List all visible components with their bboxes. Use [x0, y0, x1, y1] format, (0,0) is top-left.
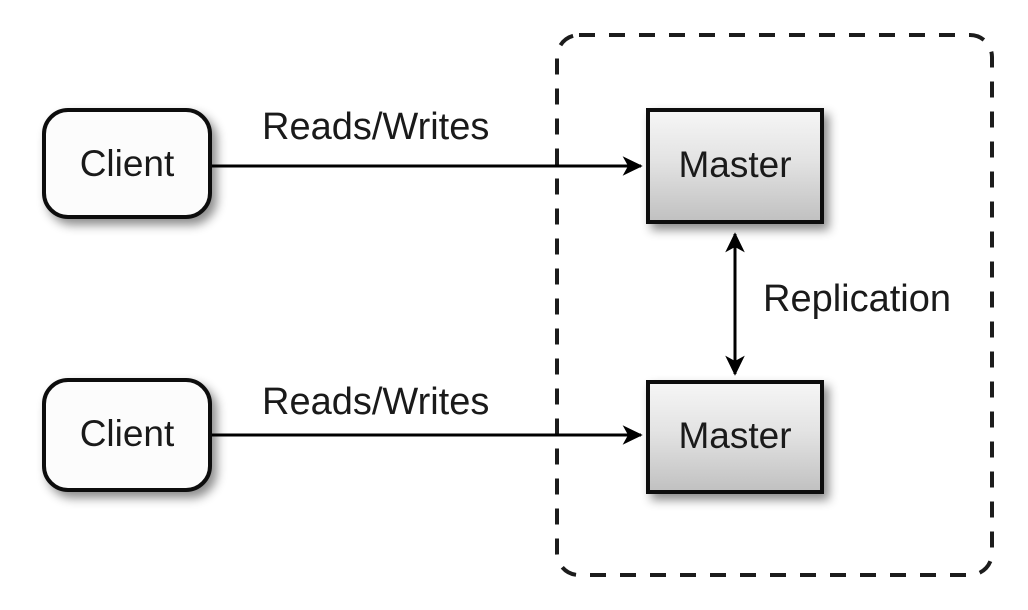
client-bottom-label: Client	[80, 413, 175, 454]
master-bottom-label: Master	[678, 415, 791, 456]
client-bottom-shape[interactable]	[42, 378, 212, 492]
client-top-shape[interactable]	[42, 108, 212, 219]
edge-label-reads-writes-bottom: Reads/Writes	[262, 381, 489, 423]
node-client-bottom[interactable]: Client	[42, 378, 212, 492]
node-master-bottom[interactable]: Master	[646, 380, 824, 494]
node-client-top[interactable]: Client	[42, 108, 212, 219]
node-master-top[interactable]: Master	[646, 108, 824, 224]
master-top-label: Master	[678, 144, 791, 185]
master-bottom-shape[interactable]	[646, 380, 824, 494]
master-top-shape[interactable]	[646, 108, 824, 224]
edge-label-replication: Replication	[763, 278, 951, 320]
edge-label-reads-writes-top: Reads/Writes	[262, 106, 489, 148]
client-top-label: Client	[80, 143, 175, 184]
master-cluster-boundary	[555, 33, 994, 577]
